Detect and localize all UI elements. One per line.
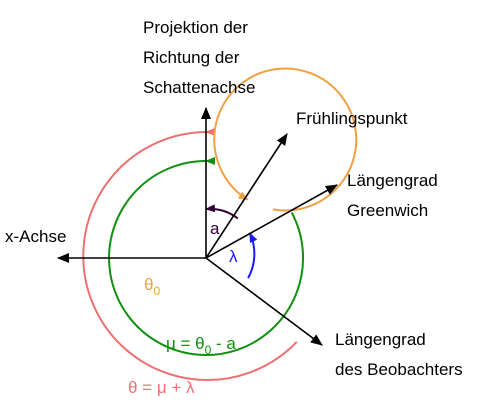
shadow-axis-label-line3: Schattenachse (143, 78, 255, 97)
lambda-arc (247, 232, 258, 279)
theta0-symbol: θ (144, 275, 153, 294)
shadow-axis-label-line2: Richtung der (143, 48, 240, 67)
mu-equation-subscript: 0 (205, 343, 212, 357)
mu-arc (108, 156, 305, 356)
angle-lambda-label: λ (229, 247, 238, 266)
vernal-point-arrow (205, 133, 288, 259)
observer-label-line1: Längengrad (335, 330, 426, 349)
greenwich-label-line2: Greenwich (347, 201, 428, 220)
greenwich-label-line1: Längengrad (347, 171, 438, 190)
shadow-axis-label-line1: Projektion der (143, 18, 248, 37)
observer-meridian-arrow (205, 257, 323, 346)
mu-equation-suffix: - a (211, 334, 236, 353)
a-arc (205, 204, 239, 220)
mu-equation-label: μ = θ0 - a (166, 334, 236, 357)
theta-equation-label: θ = μ + λ (128, 378, 195, 397)
theta0-subscript: 0 (153, 284, 160, 298)
angle-a-label: a (210, 219, 220, 238)
observer-label-line2: des Beobachters (335, 360, 463, 379)
theta-arc (82, 127, 298, 381)
mu-equation-prefix: μ = θ (166, 334, 205, 353)
vernal-point-label: Frühlingspunkt (296, 109, 408, 128)
x-axis-label: x-Achse (5, 227, 66, 246)
greenwich-meridian-arrow (205, 184, 338, 259)
theta0-label: θ0 (144, 275, 160, 298)
